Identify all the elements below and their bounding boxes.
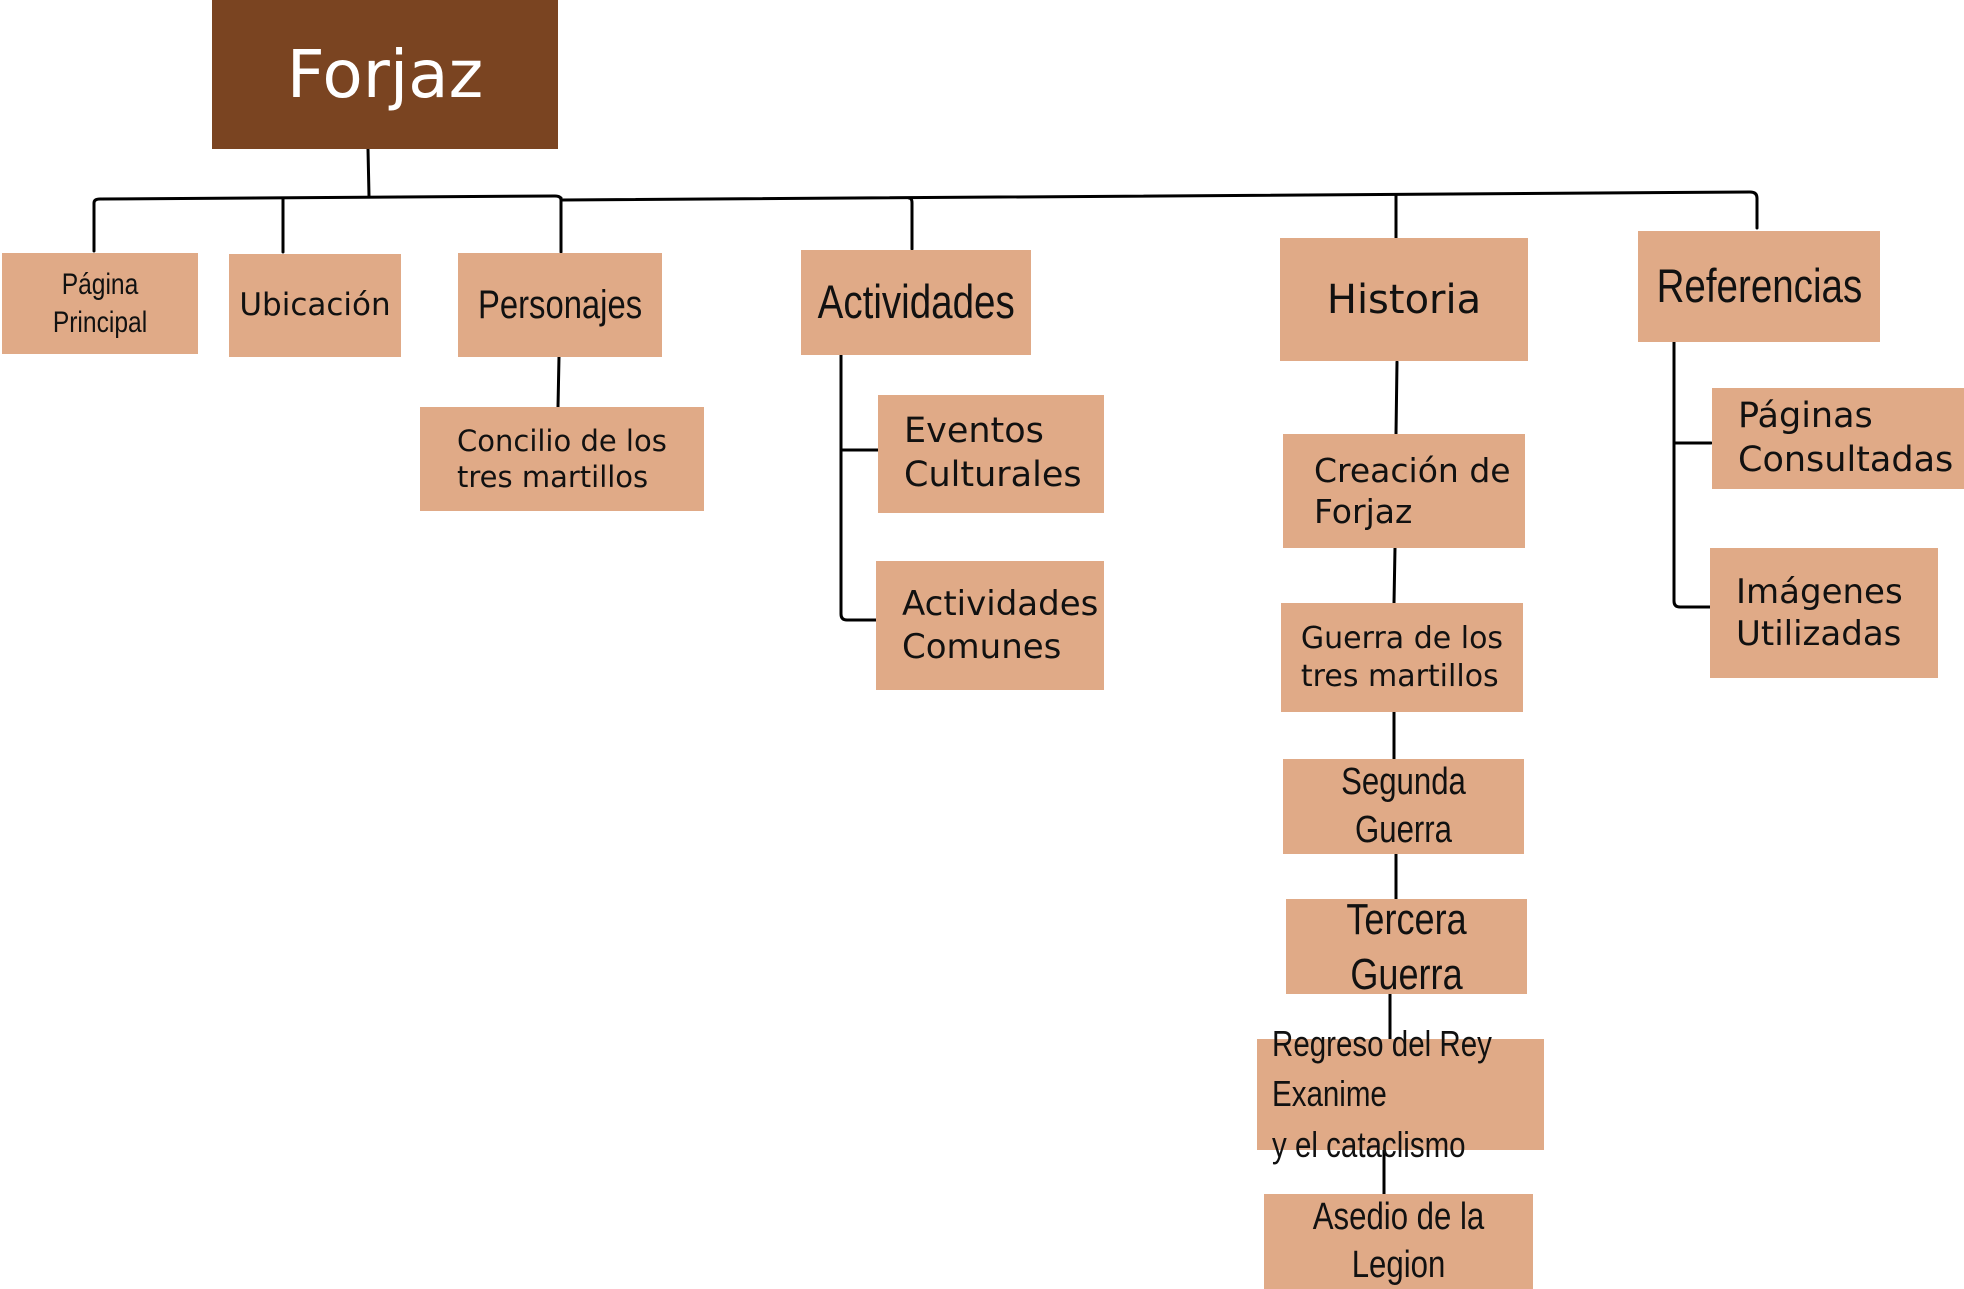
node-pagina-principal: Página Principal: [2, 253, 198, 354]
node-regreso-rey-exanime-label: Regreso del Rey Exanime y el cataclismo: [1272, 1022, 1492, 1165]
root-node: Forjaz: [212, 0, 558, 149]
node-eventos-culturales-label: Eventos Culturales: [904, 411, 1082, 495]
connector-actividades-trunk: [839, 353, 878, 622]
node-ubicacion: Ubicación: [229, 254, 401, 357]
node-eventos-culturales: Eventos Culturales: [878, 395, 1104, 513]
node-ubicacion-label: Ubicación: [239, 287, 391, 324]
node-creacion-forjaz-label: Creación de Forjaz: [1314, 450, 1511, 531]
root-label: Forjaz: [286, 36, 484, 113]
connector-historia-chain: [1394, 360, 1399, 436]
node-segunda-guerra: Segunda Guerra: [1283, 759, 1524, 854]
node-actividades-comunes-label: Actividades Comunes: [902, 584, 1099, 667]
node-pagina-principal-label: Página Principal: [52, 268, 148, 339]
node-guerra-tres-martillos-label: Guerra de los tres martillos: [1300, 621, 1504, 694]
node-segunda-guerra-label: Segunda Guerra: [1341, 761, 1466, 851]
node-asedio-legion: Asedio de la Legion: [1264, 1194, 1533, 1289]
node-paginas-consultadas-label: Páginas Consultadas: [1738, 395, 1954, 480]
node-personajes-label: Personajes: [477, 283, 643, 327]
node-imagenes-utilizadas: Imágenes Utilizadas: [1710, 548, 1938, 678]
node-referencias-label: Referencias: [1656, 259, 1862, 313]
node-historia-label: Historia: [1326, 276, 1482, 323]
connector-root: [366, 147, 371, 198]
node-concilio: Concilio de los tres martillos: [420, 407, 704, 511]
connector-concilio: [556, 355, 561, 409]
node-tercera-guerra-label: Tercera Guerra: [1346, 894, 1467, 999]
connector-referencias-trunk: [1672, 338, 1713, 609]
node-referencias: Referencias: [1638, 231, 1880, 342]
node-actividades-label: Actividades: [817, 275, 1015, 329]
node-asedio-legion-label: Asedio de la Legion: [1312, 1196, 1485, 1286]
connector-historia-2: [1392, 546, 1397, 605]
node-concilio-label: Concilio de los tres martillos: [457, 423, 667, 494]
node-historia: Historia: [1280, 238, 1528, 361]
node-tercera-guerra: Tercera Guerra: [1286, 895, 1527, 999]
node-regreso-rey-exanime: Regreso del Rey Exanime y el cataclismo: [1257, 1023, 1544, 1165]
node-actividades: Actividades: [801, 250, 1031, 355]
node-imagenes-utilizadas-label: Imágenes Utilizadas: [1736, 571, 1903, 655]
connector-main-bar: [92, 190, 1759, 253]
connector-actividades: [907, 196, 914, 251]
node-guerra-tres-martillos: Guerra de los tres martillos: [1281, 603, 1523, 712]
node-personajes: Personajes: [458, 253, 662, 357]
node-creacion-forjaz: Creación de Forjaz: [1283, 434, 1525, 548]
node-actividades-comunes: Actividades Comunes: [876, 561, 1104, 690]
node-paginas-consultadas: Páginas Consultadas: [1712, 388, 1964, 489]
